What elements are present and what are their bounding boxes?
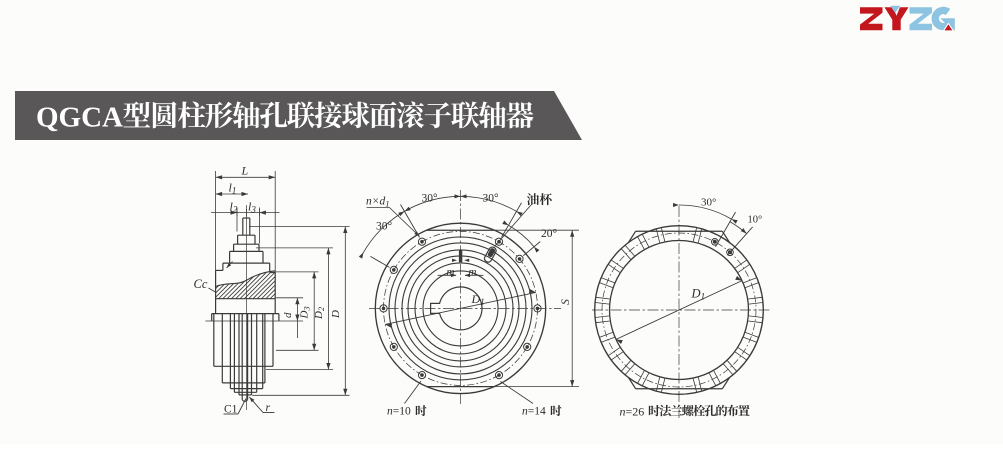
svg-text:30°: 30° [376, 221, 393, 233]
svg-text:20°: 20° [541, 228, 558, 240]
svg-text:D: D [330, 310, 342, 319]
svg-text:S: S [560, 299, 572, 305]
svg-text:Cc: Cc [194, 277, 208, 291]
svg-text:30°: 30° [701, 197, 716, 209]
svg-text:d: d [282, 312, 294, 318]
svg-text:D2: D2 [313, 307, 326, 320]
svg-text:n=14: n=14 [522, 406, 546, 418]
svg-text:l1: l1 [229, 181, 237, 196]
svg-text:n=26: n=26 [620, 405, 645, 419]
svg-text:30°: 30° [483, 193, 500, 205]
svg-text:C1: C1 [224, 404, 238, 416]
svg-text:r: r [266, 402, 271, 414]
svg-text:L: L [241, 164, 249, 178]
svg-text:QGCA: QGCA [36, 101, 123, 133]
svg-text:n=10: n=10 [387, 406, 411, 418]
svg-text:30°: 30° [422, 193, 439, 205]
svg-text:D3: D3 [299, 306, 312, 319]
svg-text:l3: l3 [248, 200, 256, 215]
svg-text:m: m [447, 266, 455, 278]
svg-text:10°: 10° [748, 215, 763, 226]
svg-text:m: m [469, 266, 477, 278]
svg-text:n×d1: n×d1 [366, 196, 390, 209]
svg-text:l2: l2 [230, 200, 238, 215]
